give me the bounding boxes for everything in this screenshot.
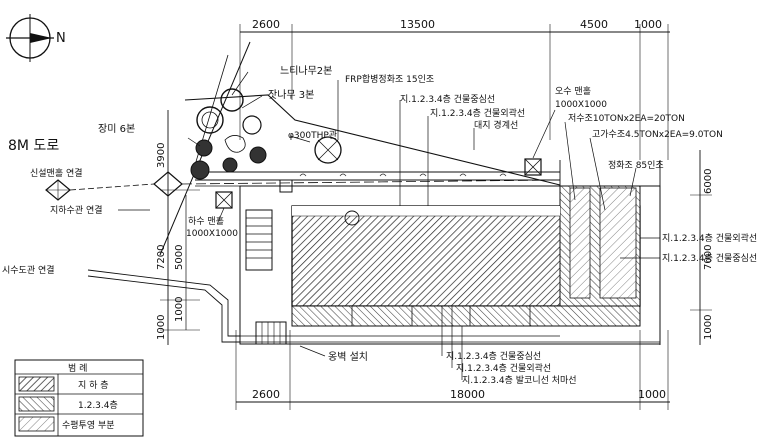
dim-top-2: 13500 <box>400 18 435 31</box>
dim-top-4: 1000 <box>634 18 662 31</box>
dim-bottom-3: 1000 <box>638 388 666 401</box>
site-boundary-north <box>184 94 561 186</box>
dim-left-4: 1000 <box>174 297 185 322</box>
annotations: 느티나무2본 잣나무 3본 장미 6본 FRP합병정화조 15인조 φ300TH… <box>2 65 757 386</box>
note-right-outer: 지.1.2.3.4층 건물외곽선 <box>662 232 757 244</box>
note-water-tank: 저수조10TONx2EA=20TON <box>568 113 685 124</box>
note-right-center: 지.1.2.3.4층 건물중심선 <box>662 253 757 264</box>
top-dimension: 2600 13500 4500 1000 <box>239 18 670 160</box>
legend-swatch-basement <box>18 376 55 392</box>
leader-lines <box>118 71 660 380</box>
dim-bottom-2: 18000 <box>450 388 485 401</box>
manholes <box>215 158 542 209</box>
note-tree-zelkova: 느티나무2본 <box>280 65 332 77</box>
legend-swatch-upper <box>18 396 55 412</box>
road-label: 8M 도로 <box>8 138 59 154</box>
note-retaining: 옹벽 설치 <box>328 351 368 363</box>
north-arrow: N <box>6 14 66 62</box>
note-tree-pine: 잣나무 3본 <box>268 89 314 101</box>
building-balcony-zone <box>291 305 641 327</box>
legend-item-basement: 지 하 층 <box>78 380 109 391</box>
dim-top-1: 2600 <box>252 18 280 31</box>
stairs <box>245 209 287 345</box>
trees <box>190 88 342 180</box>
note-bottom-balcony: 지.1.2.3.4층 발코니선 처마선 <box>462 374 577 386</box>
north-label: N <box>56 31 66 46</box>
note-bottom-outer: 지.1.2.3.4층 건물외곽선 <box>456 362 551 374</box>
note-drain-hole-size: 1000X1000 <box>186 229 238 239</box>
note-sewage-hole-title: 오수 맨홀 <box>555 85 591 97</box>
north-pointer-icon <box>30 33 52 43</box>
note-site-line: 대지 경계선 <box>474 119 518 131</box>
dim-left-3: 5000 <box>174 245 185 270</box>
note-sewer-conn: 지하수관 연결 <box>50 205 103 216</box>
legend-swatch-projection <box>18 416 55 432</box>
note-drain-hole-title: 하수 맨홀 <box>188 215 224 227</box>
dim-right-1: 6000 <box>703 169 714 194</box>
note-septic: 정화조 85인조 <box>608 160 664 171</box>
note-frp-tank: FRP합병정화조 15인조 <box>345 74 434 85</box>
legend-item-projection: 수평투영 부분 <box>62 420 115 431</box>
dim-right-2: 7000 <box>703 245 714 270</box>
dim-bottom-1: 2600 <box>252 388 280 401</box>
note-tree-rose: 장미 6본 <box>98 123 135 135</box>
left-dimension: 3900 7200 5000 1000 1000 <box>156 110 200 345</box>
dim-left-5: 1000 <box>156 315 167 340</box>
tree-rose-icon <box>195 139 213 157</box>
note-bldg-line: 지.1.2.3.4층 건물중심선 <box>400 94 495 105</box>
legend: 범 례 지 하 층 1.2.3.4층 수평투영 부분 <box>14 359 144 437</box>
dim-left-2: 7200 <box>156 245 167 270</box>
tree-zelkova-icon <box>196 106 224 134</box>
note-bottom-center: 지.1.2.3.4층 건물중심선 <box>446 351 541 362</box>
frp-tank-icon <box>314 136 342 164</box>
note-elev-tank: 고가수조4.5TONx2EA=9.0TON <box>592 129 723 140</box>
note-bldg-outer: 지.1.2.3.4층 건물외곽선 <box>430 107 525 119</box>
note-inlet-conn: 신설맨홀 연결 <box>30 167 83 179</box>
note-city-conn: 시수도관 연결 <box>2 265 55 276</box>
dim-right-3: 1000 <box>703 315 714 340</box>
note-sewage-hole-size: 1000X1000 <box>555 100 607 110</box>
legend-item-upper: 1.2.3.4층 <box>78 400 118 411</box>
pipe-markers <box>299 173 507 177</box>
sewage-manhole-icon <box>524 158 542 176</box>
right-dimension: 6000 7000 1000 <box>690 150 714 345</box>
dim-top-3: 4500 <box>580 18 608 31</box>
bottom-dimension: 2600 18000 1000 <box>235 330 670 410</box>
dim-left-1: 3900 <box>156 143 167 168</box>
legend-title: 범 례 <box>68 363 87 374</box>
new-manhole-connection <box>45 171 561 201</box>
note-pipe: φ300THP관 <box>288 130 337 141</box>
tree-pine-icon <box>220 88 244 112</box>
